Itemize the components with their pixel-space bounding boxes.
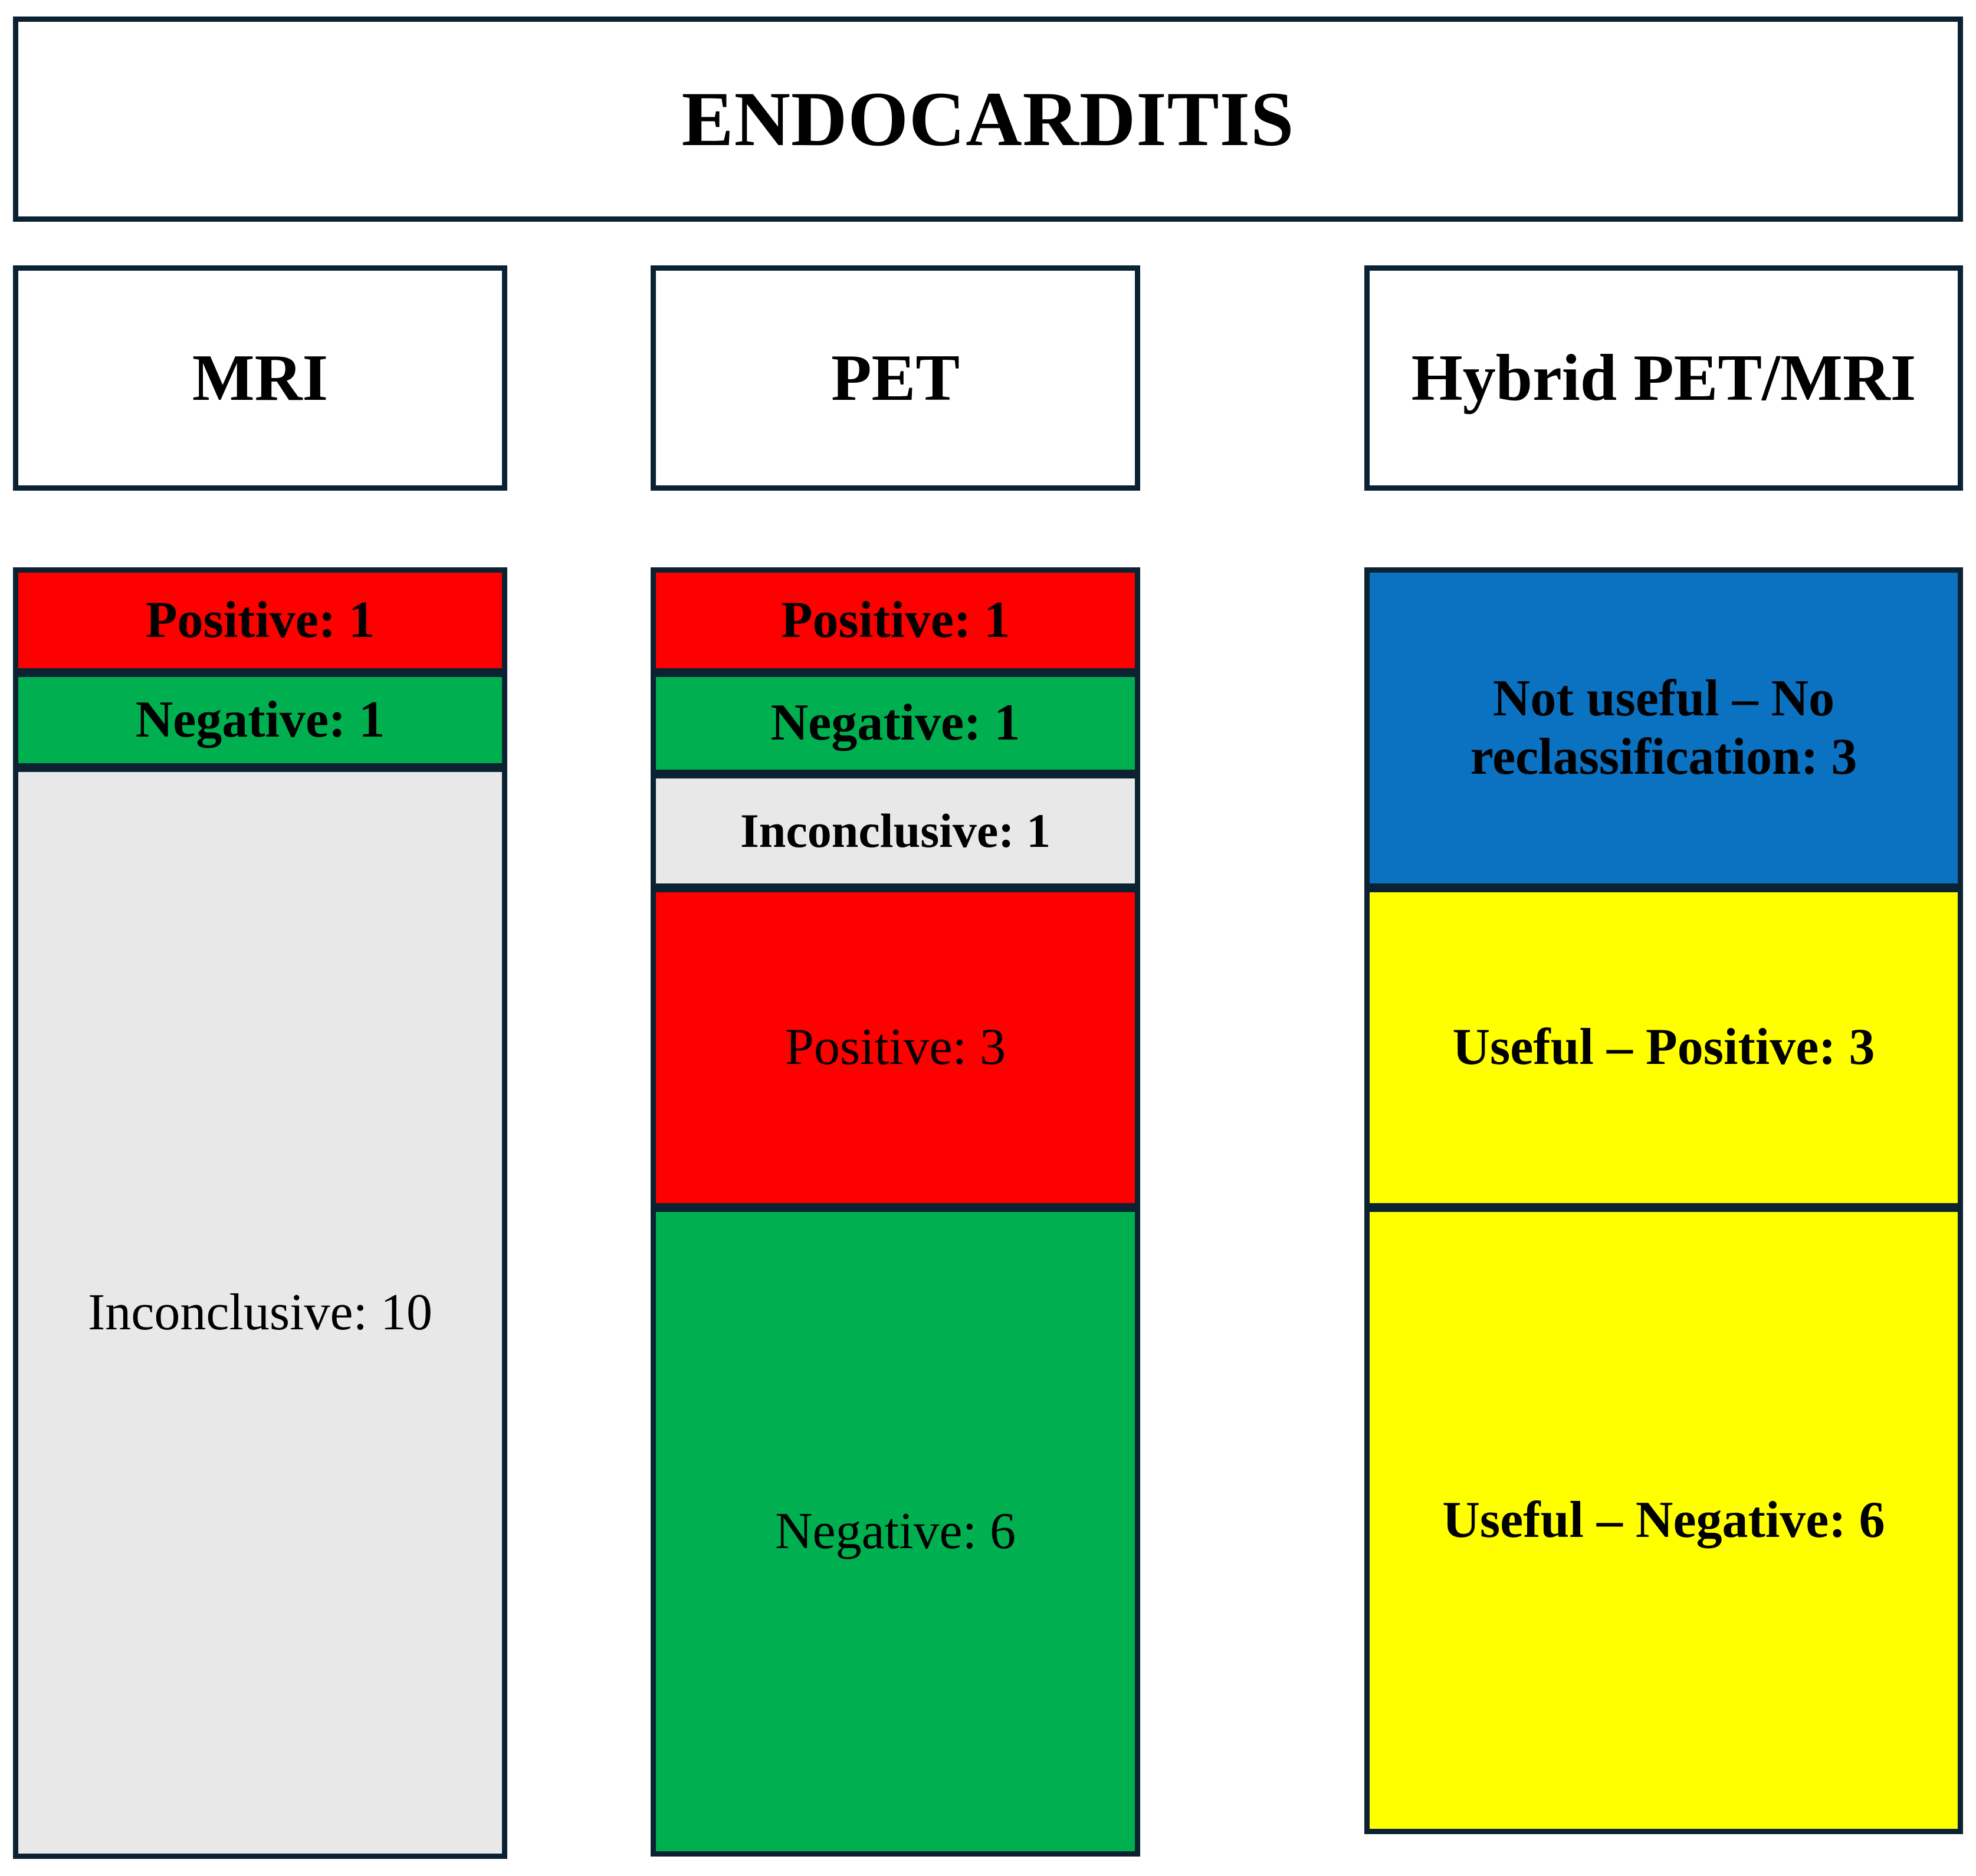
pet-block-negative-6-label: Negative: 6 [774, 1502, 1016, 1560]
column-header-mri-label: MRI [192, 341, 329, 415]
column-header-mri: MRI [13, 265, 507, 491]
pet-block-negative-1: Negative: 1 [651, 672, 1140, 775]
pet-block-negative-6: Negative: 6 [651, 1207, 1140, 1857]
mri-block-inconclusive: Inconclusive: 10 [13, 767, 507, 1859]
hybrid-block-useful-positive: Useful – Positive: 3 [1364, 887, 1963, 1208]
pet-block-positive-1-label: Positive: 1 [780, 591, 1010, 649]
column-header-hybrid: Hybrid PET/MRI [1364, 265, 1963, 491]
diagram-title-label: ENDOCARDITIS [681, 75, 1295, 163]
mri-block-inconclusive-label: Inconclusive: 10 [87, 1283, 433, 1341]
pet-block-positive-3: Positive: 3 [651, 887, 1140, 1208]
hybrid-block-useful-negative: Useful – Negative: 6 [1364, 1207, 1963, 1834]
diagram-title-box: ENDOCARDITIS [13, 17, 1963, 222]
hybrid-block-not-useful: Not useful – No reclassification: 3 [1364, 567, 1963, 889]
hybrid-block-not-useful-label: Not useful – No reclassification: 3 [1470, 669, 1857, 786]
column-header-pet-label: PET [831, 341, 960, 415]
pet-block-positive-1: Positive: 1 [651, 567, 1140, 673]
pet-block-inconclusive-label: Inconclusive: 1 [740, 804, 1051, 858]
mri-block-positive: Positive: 1 [13, 567, 507, 673]
column-header-pet: PET [651, 265, 1140, 491]
column-header-hybrid-label: Hybrid PET/MRI [1411, 341, 1916, 415]
mri-block-positive-label: Positive: 1 [145, 591, 375, 649]
pet-block-negative-1-label: Negative: 1 [770, 694, 1020, 752]
mri-block-negative: Negative: 1 [13, 672, 507, 768]
mri-block-negative-label: Negative: 1 [135, 691, 385, 748]
hybrid-block-useful-positive-label: Useful – Positive: 3 [1452, 1019, 1875, 1076]
pet-block-positive-3-label: Positive: 3 [785, 1019, 1006, 1076]
pet-block-inconclusive: Inconclusive: 1 [651, 773, 1140, 889]
hybrid-block-useful-negative-label: Useful – Negative: 6 [1442, 1491, 1885, 1549]
